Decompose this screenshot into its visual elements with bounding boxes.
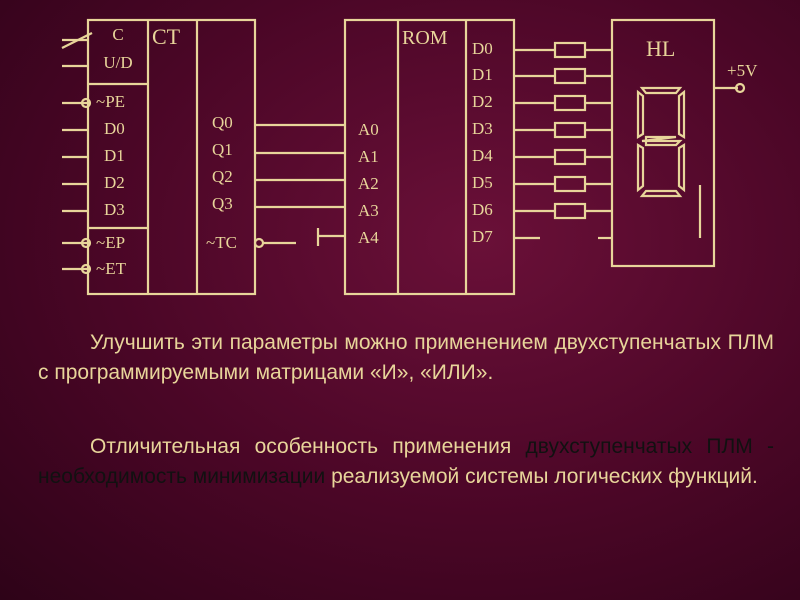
paragraph-feature-emphasis: двухступенчатых ПЛМ - необходимость мини… — [38, 435, 774, 488]
counter-input-d2: D2 — [104, 173, 125, 192]
counter-output-q1: Q1 — [212, 140, 233, 159]
counter-input-c: C — [112, 25, 123, 44]
display-block — [610, 18, 716, 268]
rom-output-d4: D4 — [472, 146, 493, 165]
counter-title: CT — [152, 24, 181, 49]
rom-input-a1: A1 — [358, 147, 379, 166]
display-title: HL — [646, 36, 675, 61]
paragraph-improve: Улучшить эти параметры можно применением… — [38, 328, 774, 388]
rom-output-d0: D0 — [472, 39, 493, 58]
counter-input-d1: D1 — [104, 146, 125, 165]
counter-input-ud: U/D — [103, 53, 132, 72]
supply-label: +5V — [727, 61, 758, 80]
counter-output-tc: ~TC — [206, 233, 237, 252]
paragraph-improve-text: Улучшить эти параметры можно применением… — [38, 331, 774, 384]
paragraph-feature-lead: Отличительная особенность применения — [90, 435, 526, 458]
counter-input-ep: ~EP — [96, 233, 125, 252]
rom-output-d3: D3 — [472, 119, 493, 138]
rom-input-a3: A3 — [358, 201, 379, 220]
rom-output-d2: D2 — [472, 92, 493, 111]
counter-input-et: ~ET — [96, 259, 127, 278]
counter-output-q3: Q3 — [212, 194, 233, 213]
paragraph-feature: Отличительная особенность применения дву… — [38, 432, 774, 492]
rom-input-a0: A0 — [358, 120, 379, 139]
rom-input-a4: A4 — [358, 228, 379, 247]
counter-input-d0: D0 — [104, 119, 125, 138]
seven-segment-icon — [636, 86, 686, 198]
counter-input-d3: D3 — [104, 200, 125, 219]
rom-output-d7: D7 — [472, 227, 493, 246]
rom-output-d5: D5 — [472, 173, 493, 192]
paragraph-feature-tail: реализуемой системы логических функций. — [325, 465, 758, 488]
rom-title: ROM — [402, 27, 448, 49]
rom-output-d1: D1 — [472, 65, 493, 84]
counter-output-q0: Q0 — [212, 113, 233, 132]
rom-output-d6: D6 — [472, 200, 493, 219]
counter-output-q2: Q2 — [212, 167, 233, 186]
rom-input-a2: A2 — [358, 174, 379, 193]
counter-input-pe: ~PE — [96, 92, 125, 111]
